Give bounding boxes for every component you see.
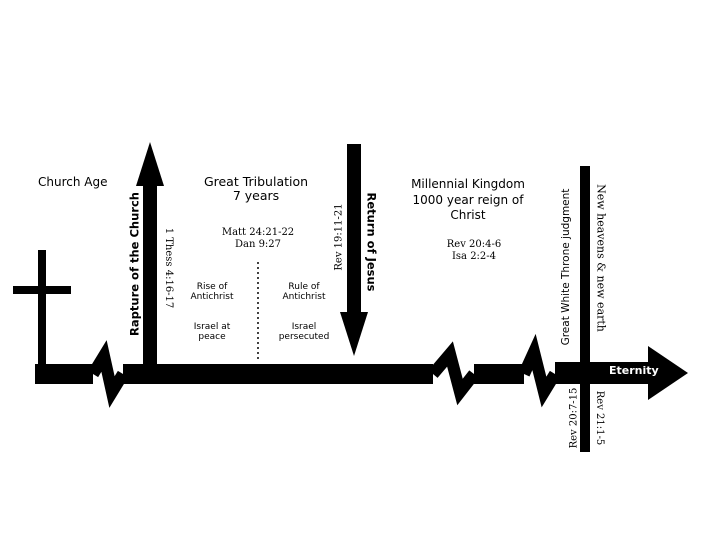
great-tribulation-title: Great Tribulation 7 years [203,174,309,204]
return-arrow [340,144,368,356]
eternity-arrowhead [648,346,688,400]
thess-reference: 1 Thess 4:16-17 [162,227,174,309]
rev20-7-reference: Rev 20:7-15 [568,387,580,449]
israel-persecuted: Israel persecuted [278,322,330,343]
millennial-kingdom-title: Millennial Kingdom 1000 year reign of Ch… [411,177,525,223]
return-of-jesus-label: Return of Jesus [364,192,379,292]
cross-icon [13,250,71,370]
tribulation-references: Matt 24:21-22 Dan 9:27 [221,227,295,250]
rise-of-antichrist: Rise of Antichrist [190,282,234,303]
church-age-label: Church Age [38,175,108,189]
rapture-label: Rapture of the Church [127,192,142,336]
millennial-references: Rev 20:4-6 Isa 2:2-4 [446,239,502,262]
timeline-band [35,333,688,408]
rapture-arrow [136,142,164,370]
judgment-bar [580,166,590,452]
israel-at-peace: Israel at peace [193,322,231,343]
rev21-reference: Rev 21:1-5 [593,390,605,446]
eternity-label: Eternity [609,364,659,377]
rev19-reference: Rev 19:11-21 [333,203,345,271]
rule-of-antichrist: Rule of Antichrist [282,282,326,303]
great-white-throne-label: Great White Throne judgment [559,188,572,346]
new-heavens-label: New heavens & new earth [594,184,608,332]
